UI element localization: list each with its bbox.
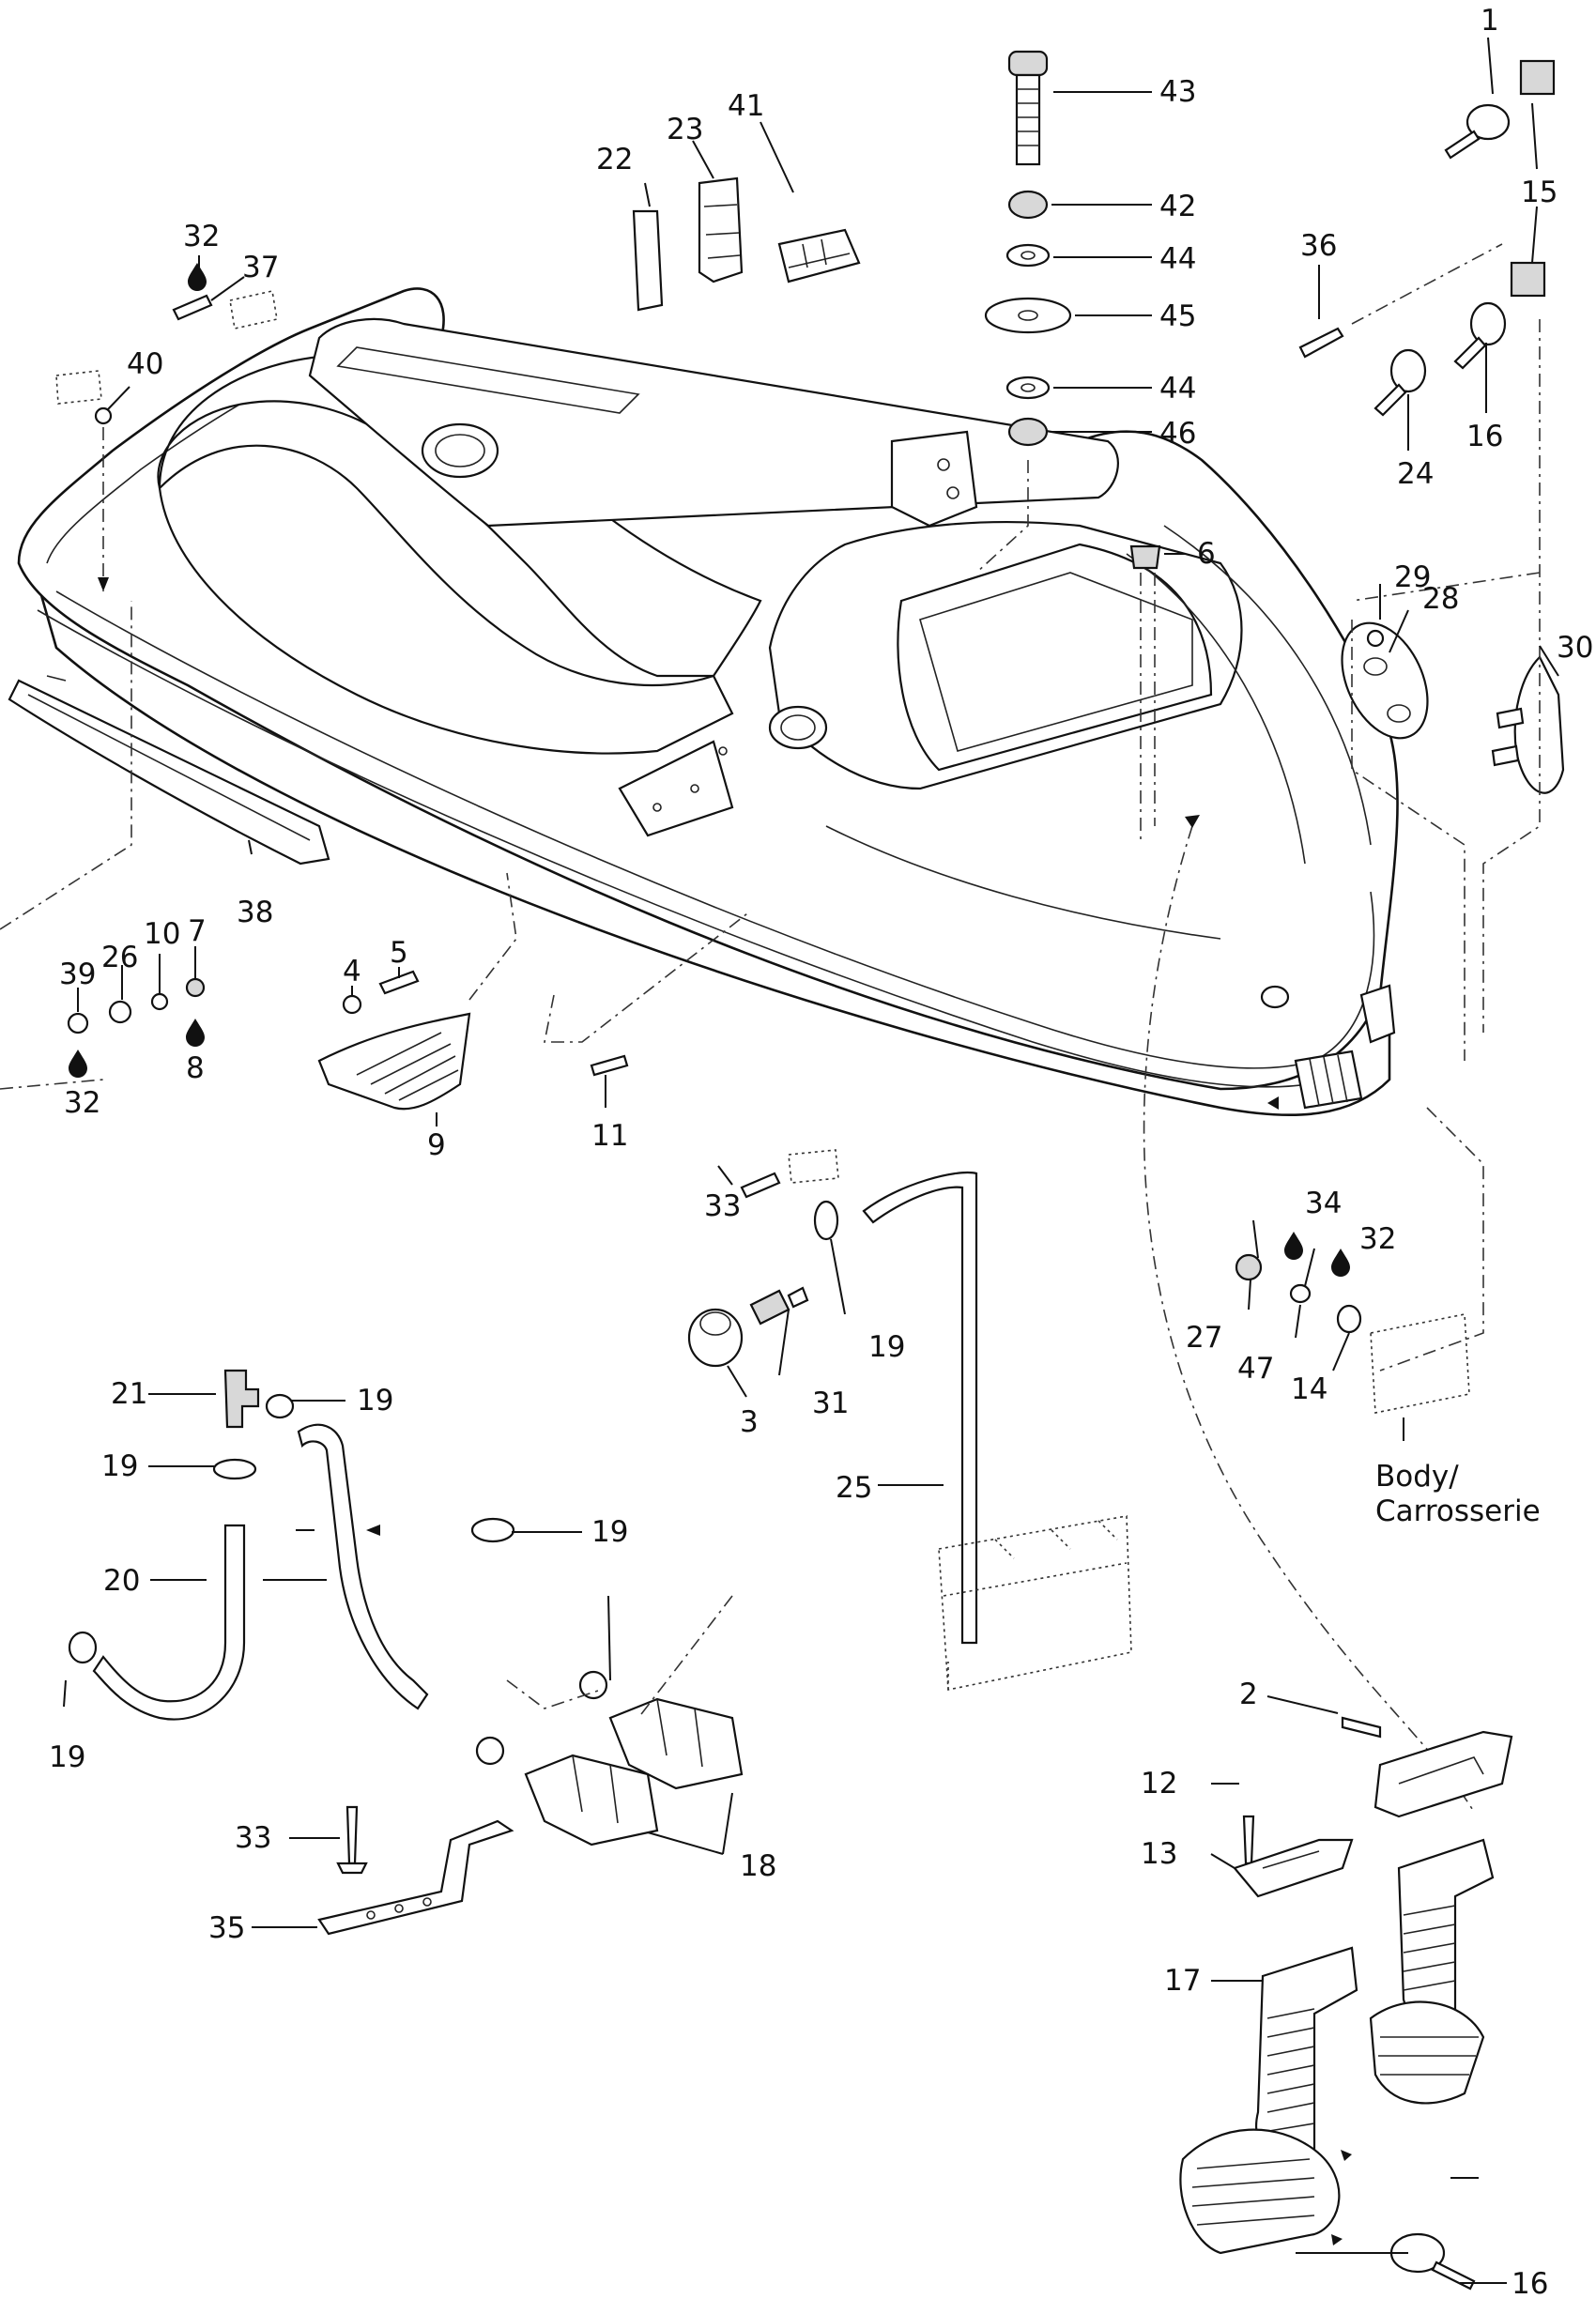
sealant-drop-icon xyxy=(1331,1249,1350,1277)
callout-8: 8 xyxy=(186,1051,205,1085)
callout-21: 21 xyxy=(111,1377,147,1411)
callout-46: 46 xyxy=(1159,417,1196,451)
callout-6: 6 xyxy=(1197,537,1216,571)
callout-44a: 44 xyxy=(1159,242,1196,276)
fluid-drop-icons xyxy=(69,263,1350,1277)
body-label: Body/ xyxy=(1375,1460,1459,1494)
callout-19e: 19 xyxy=(868,1330,905,1364)
callout-41: 41 xyxy=(728,89,764,123)
callout-25: 25 xyxy=(836,1471,872,1505)
callout-37: 37 xyxy=(242,251,279,284)
callout-30: 30 xyxy=(1557,631,1593,665)
callout-32c: 32 xyxy=(1359,1222,1396,1256)
leader-lines xyxy=(63,37,1559,2284)
callout-4: 4 xyxy=(343,955,361,988)
callout-14: 14 xyxy=(1291,1372,1327,1406)
callout-32a: 32 xyxy=(183,220,220,253)
callout-13: 13 xyxy=(1141,1837,1177,1871)
callout-9: 9 xyxy=(427,1128,446,1162)
sealant-drop-icon xyxy=(1284,1232,1303,1260)
callout-39: 39 xyxy=(59,958,96,991)
callout-23: 23 xyxy=(667,113,703,146)
sealant-drop-icon xyxy=(186,1019,205,1047)
callout-16a: 16 xyxy=(1466,420,1503,453)
callout-12: 12 xyxy=(1141,1767,1177,1801)
callout-42: 42 xyxy=(1159,190,1196,223)
callout-3: 3 xyxy=(740,1405,759,1439)
callout-33a: 33 xyxy=(704,1189,741,1223)
small-parts xyxy=(55,50,1565,2291)
callout-18: 18 xyxy=(740,1849,776,1883)
sealant-drop-icon xyxy=(69,1050,87,1078)
callout-45: 45 xyxy=(1159,299,1196,333)
callout-19d: 19 xyxy=(49,1740,85,1774)
callout-11: 11 xyxy=(591,1119,628,1153)
callout-22: 22 xyxy=(596,143,633,176)
callout-36: 36 xyxy=(1300,229,1337,263)
callout-1: 1 xyxy=(1481,4,1499,38)
callout-20: 20 xyxy=(103,1564,140,1598)
callout-19a: 19 xyxy=(357,1384,393,1418)
side-rail-part xyxy=(8,675,330,866)
callout-34: 34 xyxy=(1305,1187,1342,1220)
callout-15: 15 xyxy=(1521,176,1558,209)
callout-17: 17 xyxy=(1164,1964,1201,1998)
callout-27: 27 xyxy=(1186,1321,1222,1355)
callout-26: 26 xyxy=(101,941,138,974)
callout-43: 43 xyxy=(1159,75,1196,109)
carrosserie-label: Carrosserie xyxy=(1375,1494,1541,1528)
callout-19c: 19 xyxy=(591,1515,628,1549)
callout-labels: 1 2 3 4 5 6 7 8 9 10 11 12 13 14 15 16 1… xyxy=(49,4,1593,2301)
callout-33b: 33 xyxy=(235,1821,271,1855)
watercraft-hull xyxy=(17,287,1399,1117)
callout-32b: 32 xyxy=(64,1086,100,1120)
callout-38: 38 xyxy=(237,896,273,929)
arrowheads xyxy=(98,577,1352,2245)
callout-29: 29 xyxy=(1394,560,1431,594)
assembly-lines xyxy=(0,319,1541,1719)
callout-35: 35 xyxy=(208,1911,245,1945)
callout-19b: 19 xyxy=(101,1449,138,1483)
callout-31: 31 xyxy=(812,1387,849,1420)
callout-5: 5 xyxy=(390,936,408,970)
callout-2: 2 xyxy=(1239,1678,1258,1711)
callout-40: 40 xyxy=(127,347,163,381)
callout-47: 47 xyxy=(1237,1352,1274,1386)
callout-7: 7 xyxy=(188,914,207,948)
callout-10: 10 xyxy=(144,917,180,951)
callout-16b: 16 xyxy=(1512,2267,1548,2301)
callout-28: 28 xyxy=(1422,582,1459,616)
callout-24: 24 xyxy=(1397,457,1434,491)
callout-44b: 44 xyxy=(1159,372,1196,406)
sealant-drop-icon xyxy=(188,263,207,291)
